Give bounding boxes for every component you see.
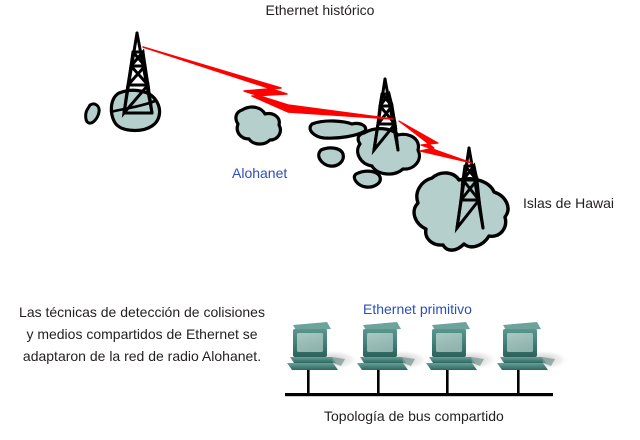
island-shape-molokai	[308, 119, 368, 140]
island-shape-lanai	[317, 146, 345, 168]
bus-computer-3	[426, 322, 498, 395]
island-shape-niihau	[84, 102, 101, 125]
ethernet-primitivo-label: Ethernet primitivo	[363, 301, 472, 317]
island-shape-kauai	[109, 88, 162, 133]
radio-tower-middle	[371, 77, 400, 156]
bus-computer-4	[497, 322, 569, 395]
alohanet-label: Alohanet	[232, 165, 288, 181]
radio-link-middle-to-right	[398, 120, 473, 164]
island-group	[84, 88, 510, 252]
bus-topology-group	[285, 322, 569, 397]
bus-computer-2	[357, 322, 429, 395]
page-title: Ethernet histórico	[265, 2, 375, 18]
bus-topology-caption: Topología de bus compartido	[324, 408, 504, 424]
island-shape-kahoolawe	[352, 169, 382, 189]
radio-link-left-to-middle	[142, 46, 394, 120]
description-paragraph: Las técnicas de detección de colisiones …	[19, 304, 265, 364]
island-shape-big-island	[412, 171, 510, 252]
bus-computer-1	[287, 322, 359, 395]
island-shape-maui	[356, 127, 421, 176]
hawaii-islands-label: Islas de Hawai	[523, 195, 615, 211]
shared-bus-line	[285, 393, 553, 397]
island-shape-oahu	[234, 105, 282, 146]
radio-tower-left	[121, 31, 154, 118]
